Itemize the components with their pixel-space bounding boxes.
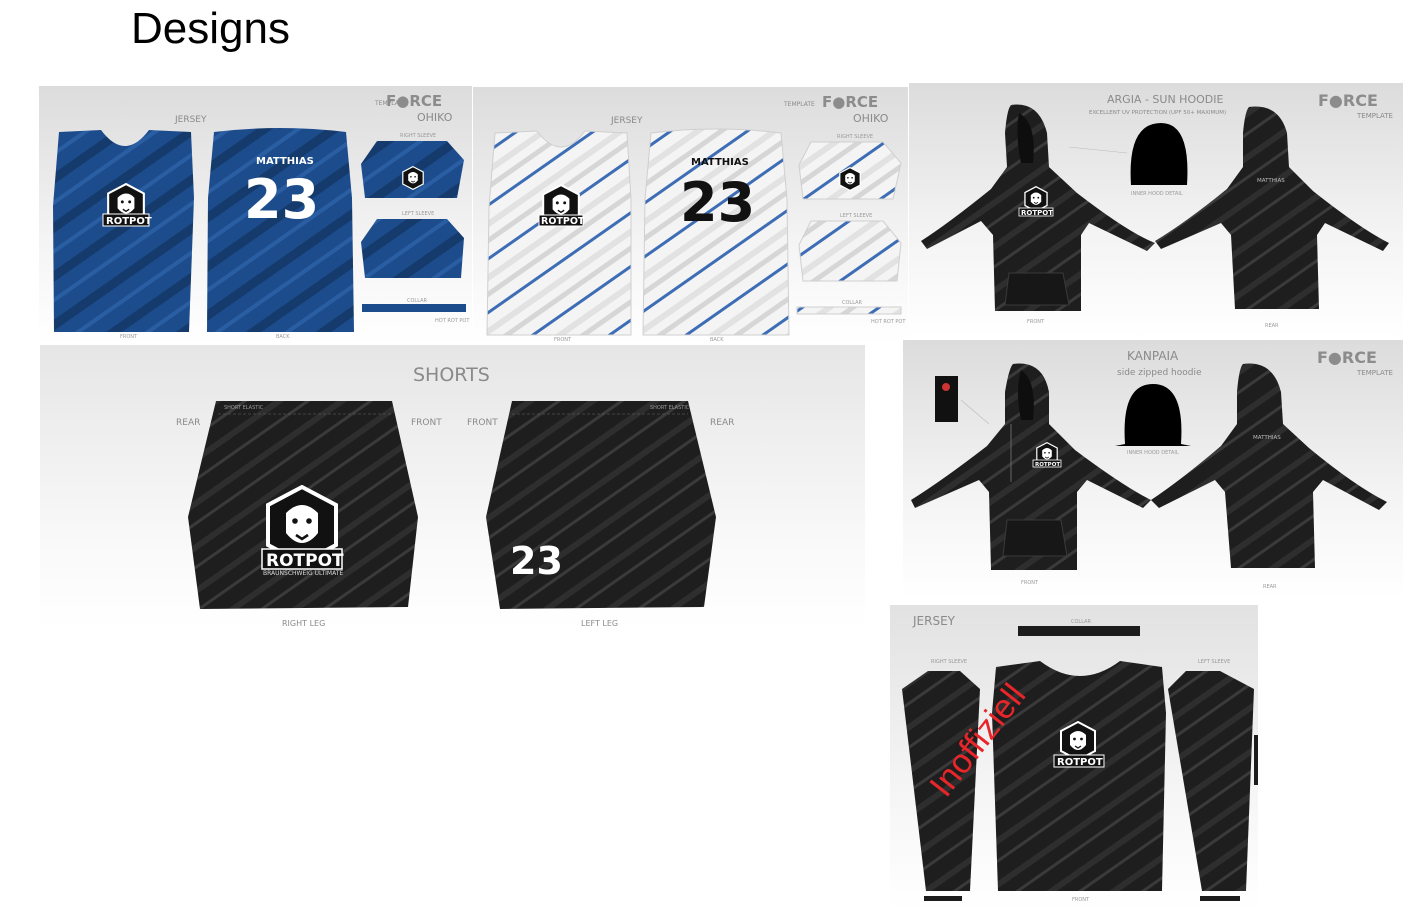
shorts-title: SHORTS <box>413 364 490 386</box>
left-leg-label: LEFT LEG <box>581 619 618 628</box>
sleeve-logo-icon <box>402 166 424 190</box>
rear-label: REAR <box>1263 584 1277 590</box>
template-label: TEMPLATE <box>783 101 815 108</box>
hoodie-subtitle: side zipped hoodie <box>1117 368 1202 378</box>
collar-text: HOT ROT POT <box>435 318 470 324</box>
hoodie-rear <box>1151 363 1387 568</box>
jersey-front <box>486 130 632 336</box>
left-sleeve <box>1168 671 1254 891</box>
front-label: FRONT <box>1021 580 1039 586</box>
collar-label: COLLAR <box>1071 619 1092 625</box>
force-logo: F●RCE <box>822 93 878 111</box>
player-name: MATTHIAS <box>256 156 314 167</box>
jersey-back <box>207 128 354 332</box>
collar-label: COLLAR <box>407 298 428 304</box>
left-sleeve <box>361 219 464 278</box>
front-label: FRONT <box>1027 319 1045 325</box>
front-label-right: FRONT <box>467 418 498 428</box>
front-label: FRONT <box>120 334 138 340</box>
jersey-label: JERSEY <box>912 614 956 628</box>
collar <box>362 304 466 312</box>
design-kanpaia-hoodie[interactable]: KANPAIA side zipped hoodie F●RCE TEMPLAT… <box>903 340 1403 598</box>
rear-label: REAR <box>1265 323 1279 329</box>
inner-hood-label: INNER HOOD DETAIL <box>1131 191 1183 197</box>
logo-subtext: BRAUNSCHWEIG ULTIMATE <box>263 570 343 577</box>
elastic-label: SHORT ELASTIC <box>224 405 264 411</box>
jersey-front <box>992 661 1166 891</box>
hoodie-subtitle: EXCELLENT UV PROTECTION (UPF 50+ MAXIMUM… <box>1089 110 1226 116</box>
front-label: FRONT <box>554 337 572 343</box>
inner-hood <box>1115 384 1191 446</box>
logo-text: ROTPOT <box>1035 462 1060 468</box>
collar-label: COLLAR <box>842 300 863 306</box>
logo-text: ROTPOT <box>1057 757 1103 768</box>
model-label: OHIKO <box>417 111 453 124</box>
template-label: TEMPLATE <box>1356 369 1393 377</box>
left-sleeve-label: LEFT SLEEVE <box>402 211 434 217</box>
logo-text: ROTPOT <box>106 216 152 227</box>
jersey-label: JERSEY <box>610 116 643 126</box>
right-leg-label: RIGHT LEG <box>282 619 325 628</box>
shorts-number: 23 <box>510 539 563 583</box>
left-sleeve-label: LEFT SLEEVE <box>1198 659 1230 665</box>
player-name: MATTHIAS <box>691 157 749 168</box>
template-label: TEMPLATE <box>374 100 406 107</box>
force-logo: F●RCE <box>1318 91 1378 110</box>
rear-name: MATTHIAS <box>1253 435 1281 441</box>
left-sleeve-label: LEFT SLEEVE <box>840 213 872 219</box>
back-label: BACK <box>710 337 724 343</box>
front-label: FRONT <box>1072 897 1090 903</box>
elastic-label-right: SHORT ELASTIC <box>650 405 690 411</box>
model-label: OHIKO <box>853 112 889 125</box>
logo-text: ROTPOT <box>266 551 344 571</box>
inner-hood-label: INNER HOOD DETAIL <box>1127 450 1179 456</box>
collar <box>1018 626 1140 636</box>
back-label: BACK <box>276 334 290 340</box>
right-sleeve-label: RIGHT SLEEVE <box>931 659 967 665</box>
rear-name: MATTHIAS <box>1257 178 1285 184</box>
force-logo: F●RCE <box>386 92 442 110</box>
logo-text: ROTPOT <box>541 216 585 227</box>
player-number: 23 <box>244 168 319 231</box>
design-shorts[interactable]: SHORTS REAR FRONT FRONT REAR SHORT ELAST… <box>40 345 865 630</box>
design-white-jersey[interactable]: TEMPLATE F●RCE OHIKO JERSEY ROTPOT MATTH… <box>473 87 908 344</box>
rear-label-left: REAR <box>176 418 200 428</box>
hoodie-title: ARGIA - SUN HOODIE <box>1107 93 1223 106</box>
collar-text: HOT ROT POT <box>871 319 906 325</box>
force-logo: F●RCE <box>1317 348 1377 367</box>
page-title: Designs <box>131 4 290 53</box>
design-argia-hoodie[interactable]: ARGIA - SUN HOODIE EXCELLENT UV PROTECTI… <box>909 83 1403 338</box>
rear-label-right: REAR <box>710 418 734 428</box>
zipper-detail <box>935 376 958 422</box>
player-number: 23 <box>680 171 755 234</box>
sleeve-logo-icon <box>839 167 861 191</box>
jersey-back <box>642 128 790 336</box>
hoodie-rear <box>1155 106 1389 309</box>
left-leg <box>486 401 716 609</box>
design-blue-jersey[interactable]: TEMPLATE F●RCE OHIKO JERSEY ROTPOT MATTH… <box>39 86 472 344</box>
hoodie-title: KANPAIA <box>1127 349 1179 363</box>
collar <box>796 306 902 315</box>
right-sleeve <box>902 671 980 891</box>
right-sleeve-label: RIGHT SLEEVE <box>837 134 873 140</box>
front-label-left: FRONT <box>411 418 442 428</box>
rotpot-logo-icon <box>1060 721 1096 761</box>
left-sleeve <box>798 220 902 282</box>
jersey-label: JERSEY <box>174 115 207 125</box>
template-label: TEMPLATE <box>1356 112 1393 120</box>
logo-text: ROTPOT <box>1021 209 1053 217</box>
design-longsleeve-jersey[interactable]: JERSEY COLLAR RIGHT SLEEVE LEFT SLEEVE R… <box>890 605 1258 910</box>
jersey-front <box>53 130 194 332</box>
inner-hood <box>1130 123 1188 185</box>
hoodie-front <box>911 363 1151 570</box>
right-sleeve-label: RIGHT SLEEVE <box>400 133 436 139</box>
